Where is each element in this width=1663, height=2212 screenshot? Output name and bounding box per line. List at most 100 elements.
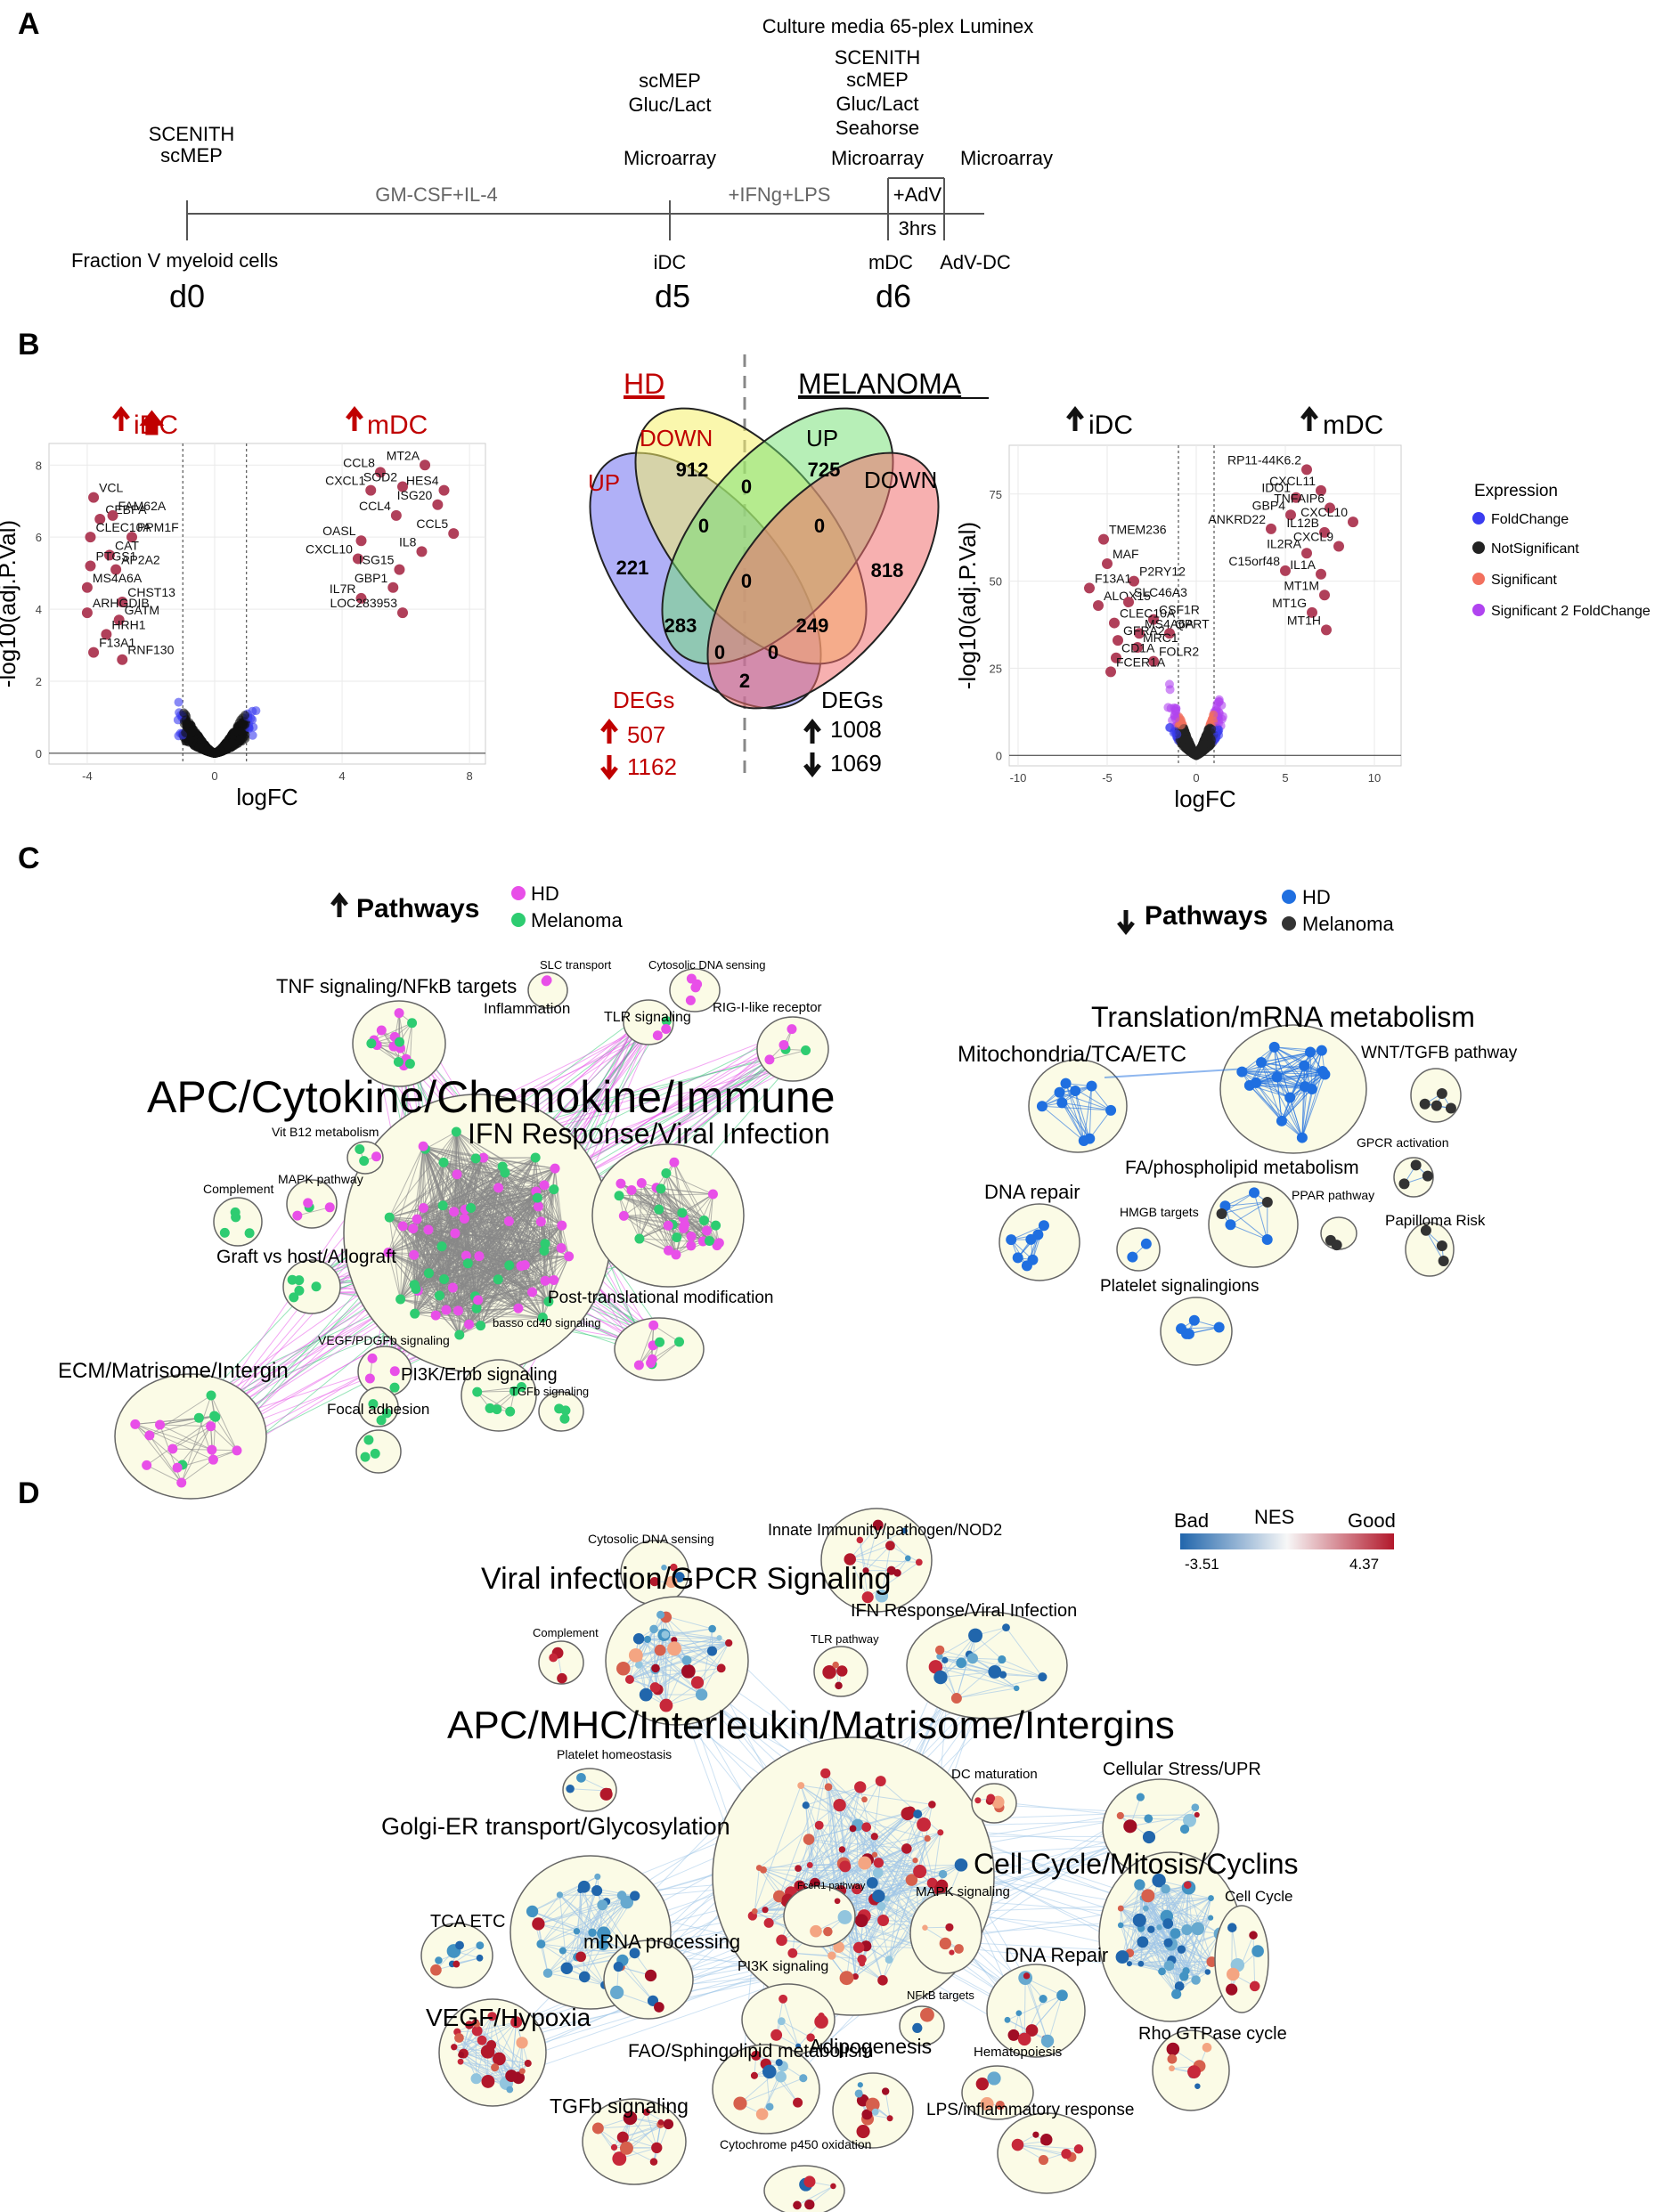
- labeled-gene-point: [448, 528, 460, 540]
- panel-a-letter: A: [18, 7, 40, 41]
- network-node: [779, 1039, 789, 1050]
- volcano-point: [1209, 710, 1219, 720]
- mel-degs-up-arrow: [803, 718, 821, 744]
- labeled-gene-point: [1109, 617, 1120, 629]
- network-node: [452, 1169, 462, 1180]
- volcano-point: [179, 708, 189, 718]
- tick-label-y: 0: [996, 749, 1002, 762]
- pathway-cluster: [1219, 1024, 1367, 1154]
- network-node: [615, 1178, 626, 1189]
- up-pathways-header: Pathways HD Melanoma: [330, 882, 623, 931]
- network-node: [130, 1419, 141, 1429]
- tick-label-y: 6: [36, 531, 42, 544]
- network-node: [423, 1268, 434, 1279]
- network-node: [466, 1202, 477, 1213]
- labeled-gene-point: [1321, 624, 1332, 636]
- network-node: [397, 1221, 408, 1232]
- network-node: [626, 1184, 637, 1195]
- labeled-gene-point: [1333, 541, 1344, 552]
- venn-num-0d: 0: [741, 570, 752, 592]
- network-node: [633, 1360, 644, 1370]
- venn-label-down-hd: DOWN: [640, 425, 713, 451]
- network-node: [1436, 1088, 1447, 1100]
- venn-diagram: HD MELANOMA UP DOWN UP DOWN 912 725 221 …: [588, 354, 989, 781]
- gene-label: MS4A6A: [93, 571, 143, 585]
- volcano-point: [1183, 742, 1193, 752]
- network-node: [787, 1024, 797, 1035]
- network-node: [404, 1059, 415, 1069]
- network-node: [1276, 1115, 1287, 1126]
- tick-label-x: 4: [338, 769, 345, 783]
- network-node: [1225, 1219, 1236, 1231]
- network-node: [1419, 1098, 1431, 1110]
- gene-label: RP11-44K6.2: [1227, 452, 1301, 467]
- tick-label-y: 25: [990, 662, 1002, 675]
- network-node: [167, 1443, 178, 1454]
- gene-label: P2RY12: [1139, 565, 1186, 579]
- gene-label: CXCL10: [306, 541, 353, 556]
- network-node: [476, 1321, 486, 1331]
- network-node: [411, 1283, 421, 1294]
- d6-top-3: scMEP: [846, 69, 909, 91]
- network-node: [292, 1210, 303, 1221]
- network-node: [437, 1200, 448, 1211]
- volcano-point: [1176, 720, 1186, 730]
- volcano-point: [222, 741, 232, 751]
- gene-label: PPM1F: [137, 520, 179, 534]
- x-axis-title: logFC: [236, 784, 298, 810]
- network-node: [367, 1353, 378, 1363]
- network-node: [564, 1251, 575, 1262]
- network-node: [207, 1444, 217, 1455]
- legend-sig: Significant: [1491, 573, 1557, 588]
- network-node: [698, 1215, 709, 1225]
- legend-dot-sig: [1472, 573, 1485, 585]
- volcano-point: [1204, 729, 1214, 739]
- gene-label: CD1A: [1121, 641, 1155, 655]
- segment-3: +AdV: [893, 183, 942, 206]
- down-pathways-title: Pathways: [1145, 901, 1268, 931]
- volcano-point: [237, 727, 247, 736]
- venn-num-818: 818: [871, 559, 904, 581]
- network-node: [408, 1224, 419, 1234]
- gene-label: TMEM236: [1109, 523, 1167, 537]
- tick-label-x: 5: [1282, 771, 1288, 785]
- network-node: [704, 1235, 714, 1246]
- network-node: [1422, 1170, 1433, 1182]
- labeled-gene-point: [85, 560, 96, 572]
- up-legend-hd: HD: [531, 882, 559, 905]
- venn-num-912: 912: [676, 459, 709, 481]
- network-node: [1410, 1159, 1422, 1171]
- pathway-cluster: [346, 1141, 384, 1175]
- network-node: [1086, 1080, 1097, 1092]
- gene-label: HES4: [406, 474, 439, 488]
- network-node: [1306, 1083, 1317, 1094]
- venn-num-0e: 0: [714, 641, 725, 663]
- d0-top-2: scMEP: [160, 144, 223, 167]
- network-node: [527, 1287, 538, 1297]
- mel-degs-up: 1008: [830, 716, 882, 743]
- network-node: [447, 1282, 458, 1293]
- network-node: [311, 1281, 322, 1292]
- panel-b: B VCLCEBPAFAM62ACLEC10APPM1FCATPTGS1AP2A…: [0, 328, 1651, 812]
- pathway-cluster: [355, 1429, 402, 1474]
- tick-label-y: 75: [990, 488, 1002, 501]
- gene-label: QPRT: [1175, 616, 1210, 630]
- network-node: [550, 1163, 560, 1174]
- gene-label: VCL: [99, 481, 123, 495]
- network-node: [464, 1319, 475, 1330]
- tick-label-y: 8: [36, 459, 42, 472]
- network-node: [418, 1141, 428, 1151]
- labeled-gene-point: [420, 459, 431, 471]
- hd-arrow-mdc: [346, 405, 363, 431]
- gene-label: AP2A2: [121, 553, 160, 567]
- network-node: [389, 1366, 400, 1377]
- network-node: [1316, 1045, 1327, 1056]
- network-node: [533, 1201, 543, 1212]
- network-node: [1398, 1178, 1410, 1190]
- venn-label-down-mel: DOWN: [864, 467, 937, 493]
- venn-num-0c: 0: [814, 515, 825, 537]
- up-legend-melanoma: Melanoma: [531, 909, 623, 931]
- d5-label: d5: [655, 278, 690, 314]
- network-node: [412, 1214, 422, 1224]
